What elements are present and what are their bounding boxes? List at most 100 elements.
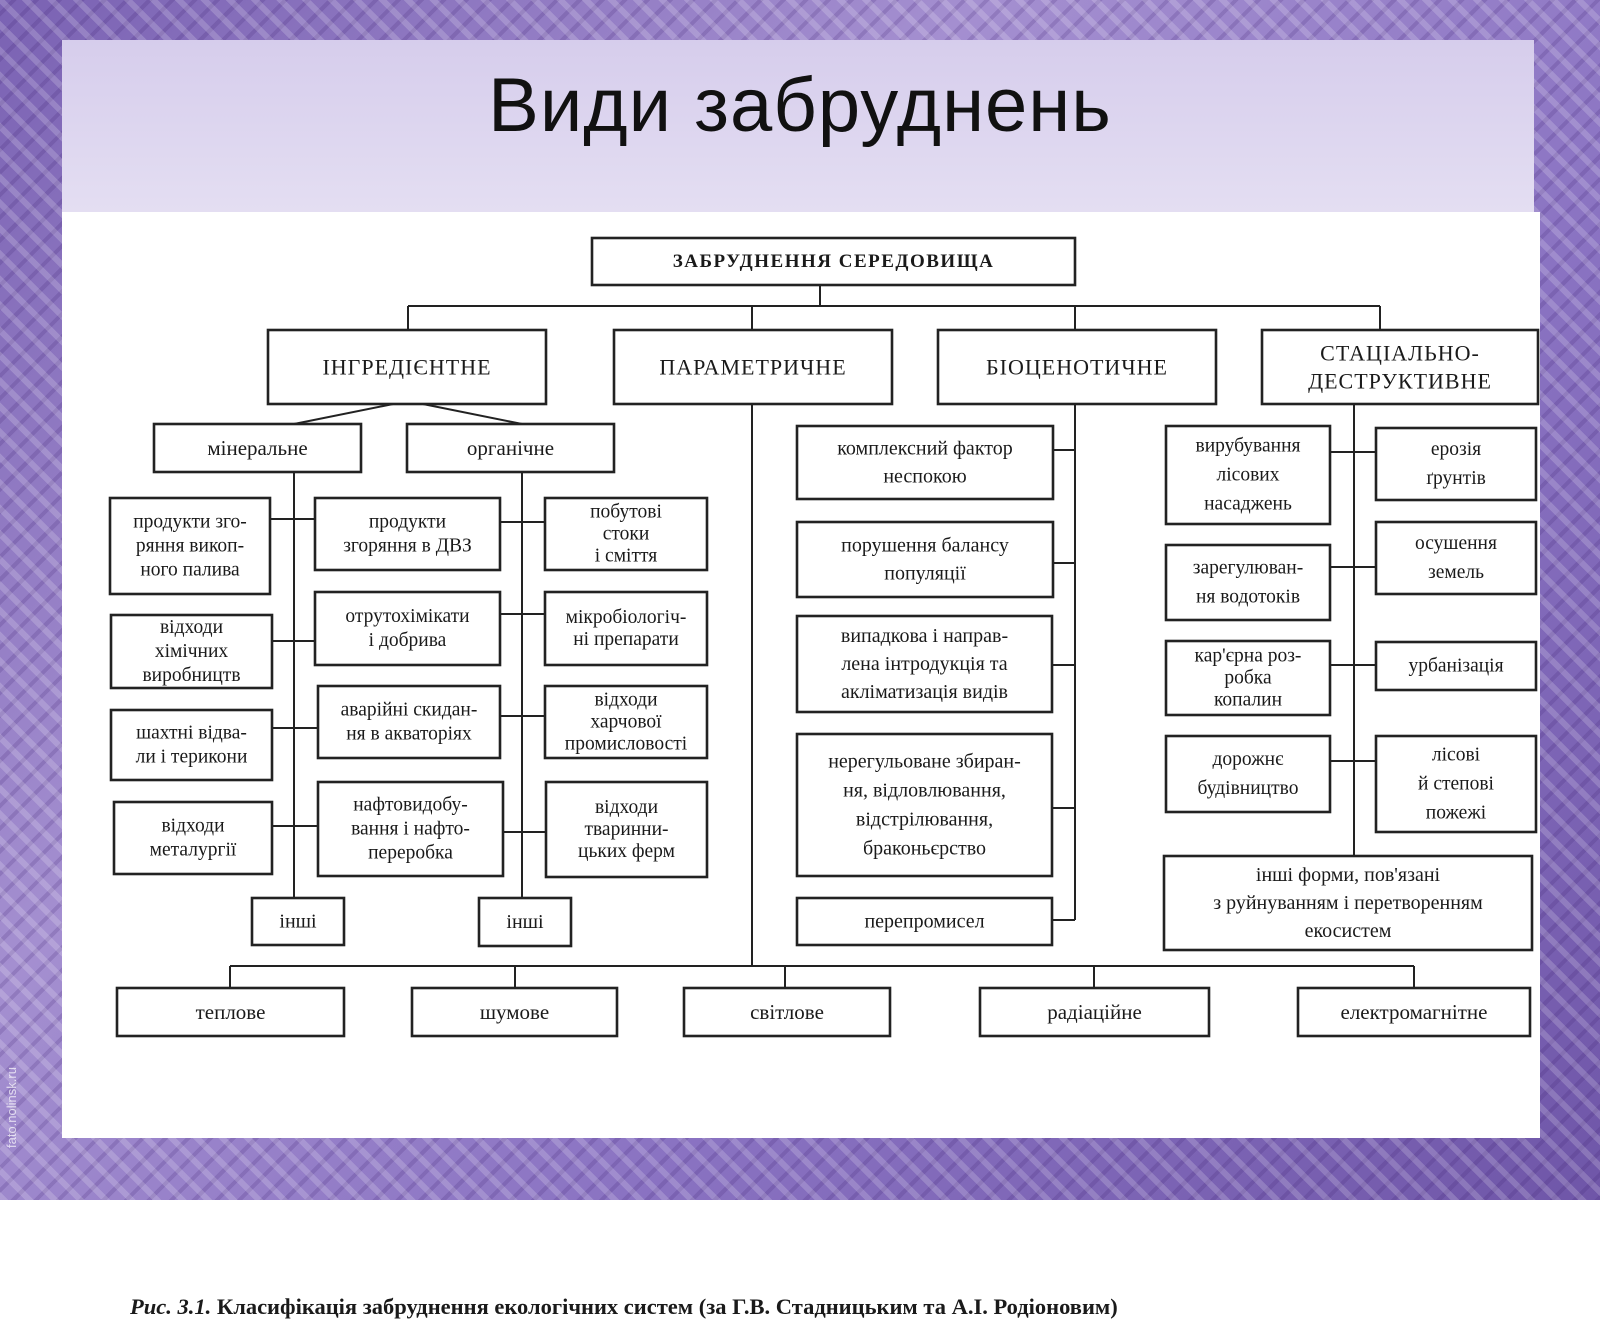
mineral-item-1-text: продукти зго- [133, 512, 247, 533]
mineral-box-text: мінеральне [207, 436, 307, 460]
category-biocenotic-frame [936, 328, 1218, 406]
organic-item-4-text: тваринни- [584, 819, 668, 840]
stacial-item-1-frame [1164, 424, 1332, 526]
caption-text: Класифікація забруднення екологічних сис… [216, 1294, 1118, 1319]
mineral-item-6-text: отрутохімікати [345, 606, 469, 627]
organic-other-box-frame [477, 896, 573, 948]
stacial-item-2-text: ня водотоків [1196, 587, 1300, 608]
biocenotic-item-4-text: нерегульоване збиран- [828, 751, 1021, 773]
stacial-item-5-text: ґрунтів [1426, 468, 1486, 489]
stacial-other-box-frame [1162, 854, 1534, 952]
organic-item-1-text: і сміття [595, 546, 657, 567]
mineral-item-8: нафтовидобу-вання і нафто-переробка [316, 780, 505, 878]
figure-caption: Рис. 3.1. Класифікація забруднення еколо… [130, 1294, 1118, 1320]
stacial-item-8-text: пожежі [1426, 803, 1487, 824]
connector-lines [229, 286, 1415, 990]
organic-box-frame [405, 422, 616, 474]
organic-item-4-text: відходи [595, 797, 658, 818]
stacial-item-7-text: урбанізація [1408, 656, 1503, 677]
root-box-frame [590, 236, 1077, 287]
parametric-item-1-frame [115, 986, 346, 1038]
stacial-item-6-text: земель [1428, 562, 1484, 583]
mineral-other-box: інші [250, 896, 346, 947]
parametric-item-3: світлове [682, 986, 892, 1038]
root-box: ЗАБРУДНЕННЯ СЕРЕДОВИЩА [590, 236, 1077, 287]
biocenotic-item-5-frame [795, 896, 1054, 947]
mineral-item-4-frame [112, 800, 274, 876]
biocenotic-item-2-frame [795, 520, 1055, 599]
stacial-item-1-text: насаджень [1204, 494, 1292, 515]
category-stacial-frame [1260, 328, 1540, 406]
organic-item-3-text: промисловості [565, 734, 688, 755]
category-parametric: ПАРАМЕТРИЧНЕ [612, 328, 894, 406]
stacial-item-4: дорожнє будівництво [1164, 734, 1332, 814]
mineral-item-7-text: ня в акваторіях [346, 723, 472, 744]
stacial-item-4-text: будівництво [1198, 778, 1299, 799]
mineral-item-2-text: хімічних [155, 641, 229, 662]
stacial-item-8-text: й степові [1418, 774, 1495, 795]
mineral-item-1-text: ряння викоп- [136, 536, 244, 557]
organic-other-box-text: інші [506, 911, 544, 933]
organic-item-3-text: харчової [590, 712, 662, 733]
mineral-item-8-text: вання і нафто- [351, 819, 470, 840]
biocenotic-item-3-text: випадкова і направ- [841, 625, 1008, 647]
mineral-item-1: продукти зго-ряння викоп-ного палива [108, 496, 272, 596]
stacial-item-3-text: кар'єрна роз- [1195, 646, 1302, 667]
mineral-item-7: аварійні скидан-ня в акваторіях [316, 684, 502, 760]
stacial-item-3-frame [1164, 639, 1332, 717]
parametric-item-4-frame [978, 986, 1211, 1038]
mineral-other-box-frame [250, 896, 346, 947]
mineral-item-8-text: нафтовидобу- [353, 795, 467, 816]
organic-item-3-frame [543, 684, 709, 760]
mineral-item-1-frame [108, 496, 272, 596]
biocenotic-item-1-text: неспокою [883, 466, 966, 488]
organic-item-1-text: стоки [603, 524, 650, 545]
biocenotic-item-3-text: акліматизація видів [841, 681, 1008, 703]
organic-box: органічне [405, 422, 616, 474]
mineral-box-frame [152, 422, 363, 474]
root-box-text: ЗАБРУДНЕННЯ СЕРЕДОВИЩА [673, 251, 995, 272]
organic-item-2-text: мікробіологіч- [566, 607, 687, 628]
stacial-item-6-frame [1374, 520, 1538, 596]
parametric-item-4-text: радіаційне [1047, 1000, 1142, 1024]
organic-item-4-frame [544, 780, 709, 879]
mineral-item-3-frame [109, 708, 274, 782]
organic-other-box: інші [477, 896, 573, 948]
organic-item-2-frame [543, 590, 709, 667]
biocenotic-item-1-frame [795, 424, 1055, 501]
organic-item-2-text: ні препарати [573, 629, 679, 650]
caption-label: Рис. 3.1. [130, 1294, 212, 1319]
biocenotic-item-4-text: відстрілювання, [856, 809, 993, 831]
stacial-item-2-frame [1164, 543, 1332, 622]
mineral-item-1-text: ного палива [140, 559, 240, 580]
stacial-other-box-text: екосистем [1305, 920, 1392, 942]
mineral-item-5-text: згоряння в ДВЗ [343, 535, 472, 556]
mineral-item-3: шахтні відва-ли і терикони [109, 708, 274, 782]
parametric-item-5-frame [1296, 986, 1532, 1038]
stacial-item-8-frame [1374, 734, 1538, 834]
mineral-box: мінеральне [152, 422, 363, 474]
watermark: fato.nolinsk.ru [4, 1067, 19, 1148]
organic-box-text: органічне [467, 436, 554, 460]
parametric-item-4: радіаційне [978, 986, 1211, 1038]
mineral-item-5-text: продукти [369, 512, 446, 533]
mineral-item-6-text: і добрива [369, 630, 447, 651]
mineral-item-3-text: шахтні відва- [136, 723, 247, 744]
stacial-item-4-text: дорожнє [1213, 749, 1285, 770]
category-stacial: СТАЦІАЛЬНО-ДЕСТРУКТИВНЕ [1260, 328, 1540, 406]
biocenotic-item-3: випадкова і направ-лена інтродукція таак… [795, 614, 1054, 714]
mineral-item-4-text: відходи [161, 816, 224, 837]
